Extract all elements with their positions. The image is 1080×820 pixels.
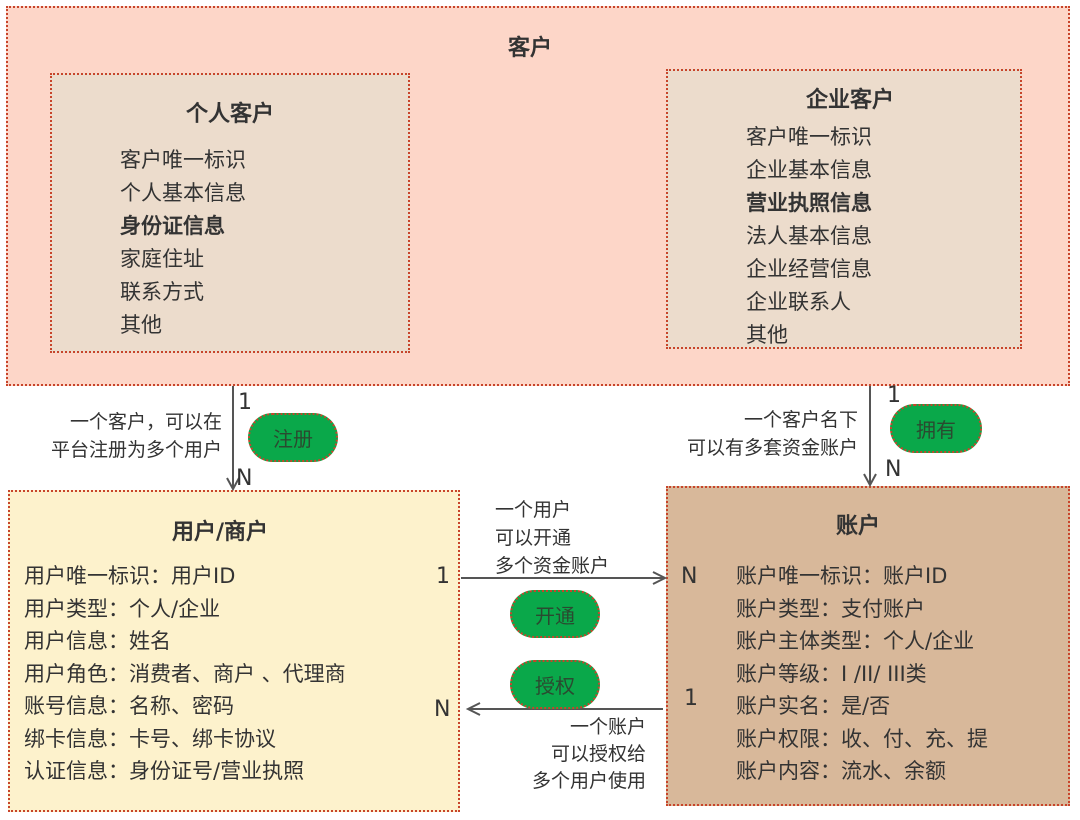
field: 其他 [120, 313, 162, 337]
personal-customer-title: 个人客户 [185, 102, 274, 127]
field: 身份证信息 [120, 214, 225, 238]
account-fields: 账户唯一标识：账户ID 账户类型：支付账户 账户主体类型：个人/企业 账户等级：… [736, 560, 988, 788]
field: 绑卡信息：卡号、绑卡协议 [24, 726, 276, 751]
field: 客户唯一标识 [120, 148, 246, 172]
note-line: 可以授权给 [550, 743, 646, 765]
field: 用户唯一标识：用户ID [24, 564, 236, 588]
field: 账户等级：I /II/ III类 [736, 661, 927, 686]
authorize-cardinality-to: N [434, 697, 451, 722]
account-box [666, 486, 1070, 806]
customer-title: 客户 [507, 36, 552, 61]
open-note: 一个用户 可以开通 多个资金账户 [495, 496, 609, 580]
field: 企业基本信息 [746, 158, 872, 182]
field: 用户信息：姓名 [24, 629, 171, 653]
note-line: 一个客户名下 [743, 409, 858, 431]
note-line: 一个用户 [495, 499, 572, 521]
field: 账户实名：是/否 [736, 694, 891, 718]
user-box [8, 490, 460, 812]
personal-customer-fields: 客户唯一标识 个人基本信息 身份证信息 家庭住址 联系方式 其他 [120, 144, 246, 342]
note-line: 多个资金账户 [495, 555, 610, 577]
own-cardinality-from: 1 [887, 383, 901, 408]
open-pill: 开通 [510, 590, 600, 638]
field: 个人基本信息 [120, 181, 246, 205]
field: 账户内容：流水、余额 [736, 759, 946, 783]
register-cardinality-to: N [236, 466, 253, 491]
enterprise-customer-fields: 客户唯一标识 企业基本信息 营业执照信息 法人基本信息 企业经营信息 企业联系人… [746, 121, 872, 352]
register-pill: 注册 [248, 413, 338, 462]
own-note: 一个客户名下 可以有多套资金账户 [687, 406, 858, 462]
own-cardinality-to: N [885, 457, 902, 482]
field: 企业经营信息 [746, 257, 872, 281]
field: 账户主体类型：个人/企业 [736, 629, 975, 653]
note-line: 一个账户 [569, 716, 646, 738]
field: 法人基本信息 [746, 224, 872, 248]
field: 联系方式 [120, 280, 204, 304]
field: 企业联系人 [746, 290, 851, 314]
authorize-pill: 授权 [510, 660, 600, 709]
note-line: 可以开通 [495, 527, 572, 549]
note-line: 一个客户，可以在 [69, 411, 222, 433]
field: 其他 [746, 323, 788, 347]
note-line: 可以有多套资金账户 [686, 437, 858, 459]
register-note: 一个客户，可以在 平台注册为多个用户 [51, 408, 222, 464]
user-fields: 用户唯一标识：用户ID 用户类型：个人/企业 用户信息：姓名 用户角色：消费者、… [24, 560, 346, 788]
field: 账户类型：支付账户 [736, 596, 925, 621]
personal-customer-box [50, 73, 410, 353]
note-line: 平台注册为多个用户 [50, 439, 222, 461]
open-cardinality-from: 1 [436, 564, 450, 589]
authorize-note: 一个账户 可以授权给 多个用户使用 [532, 714, 646, 795]
field: 认证信息：身份证号/营业执照 [24, 759, 305, 783]
field: 账号信息：名称、密码 [24, 694, 234, 718]
field: 用户类型：个人/企业 [24, 596, 221, 621]
authorize-cardinality-from: 1 [684, 686, 698, 711]
field: 家庭住址 [120, 247, 204, 271]
open-cardinality-to: N [681, 564, 698, 589]
field: 营业执照信息 [746, 191, 872, 215]
register-cardinality-from: 1 [238, 390, 252, 415]
note-line: 多个用户使用 [531, 770, 646, 792]
enterprise-customer-box [666, 69, 1022, 349]
own-pill: 拥有 [890, 404, 982, 453]
field: 账户唯一标识：账户ID [736, 564, 948, 588]
enterprise-customer-title: 企业客户 [805, 88, 894, 113]
field: 账户权限：收、付、充、提 [736, 726, 988, 751]
account-title: 账户 [835, 514, 880, 539]
field: 客户唯一标识 [746, 125, 872, 149]
field: 用户角色：消费者、商户 、代理商 [24, 661, 346, 686]
user-title: 用户/商户 [171, 520, 269, 545]
